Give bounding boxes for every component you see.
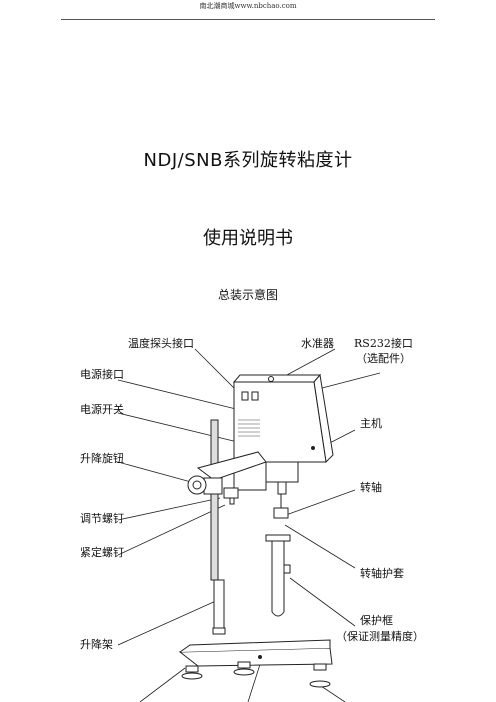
label-main-unit: 主机 xyxy=(360,417,382,430)
label-temp-probe-port: 温度探头接口 xyxy=(128,337,194,350)
label-spindle: 转轴 xyxy=(360,481,382,494)
document-subtitle: 使用说明书 xyxy=(203,228,293,249)
label-rs232-optional: （选配件） xyxy=(356,352,411,365)
label-protective-frame-note: （保证测量精度） xyxy=(336,630,424,643)
label-spindle-guard: 转轴护套 xyxy=(360,567,404,580)
lift-arm xyxy=(187,451,267,505)
label-power-switch: 电源开关 xyxy=(80,403,124,416)
label-power-port: 电源接口 xyxy=(80,368,124,381)
label-protective-frame: 保护框 xyxy=(360,614,393,627)
header-divider xyxy=(61,19,435,20)
spindle-guard-part xyxy=(265,534,291,617)
main-unit-body xyxy=(232,373,334,491)
label-rs232-port: RS232接口 xyxy=(354,337,413,350)
document-title: NDJ/SNB系列旋转粘度计 xyxy=(143,150,353,171)
section-heading: 总装示意图 xyxy=(217,288,278,302)
base xyxy=(178,639,333,688)
label-level-bubble: 水准器 xyxy=(301,337,334,350)
label-lift-stand: 升降架 xyxy=(80,638,113,651)
page-header-url: 南北潮商城www.nbchao.com xyxy=(199,2,297,10)
column-rack xyxy=(210,419,226,635)
label-adjust-screw: 调节螺钉 xyxy=(80,512,124,525)
leader-lines xyxy=(117,348,381,702)
spindle-part xyxy=(273,481,289,519)
label-lock-screw: 紧定螺钉 xyxy=(80,546,124,559)
label-lift-knob: 升降旋钮 xyxy=(80,452,124,465)
